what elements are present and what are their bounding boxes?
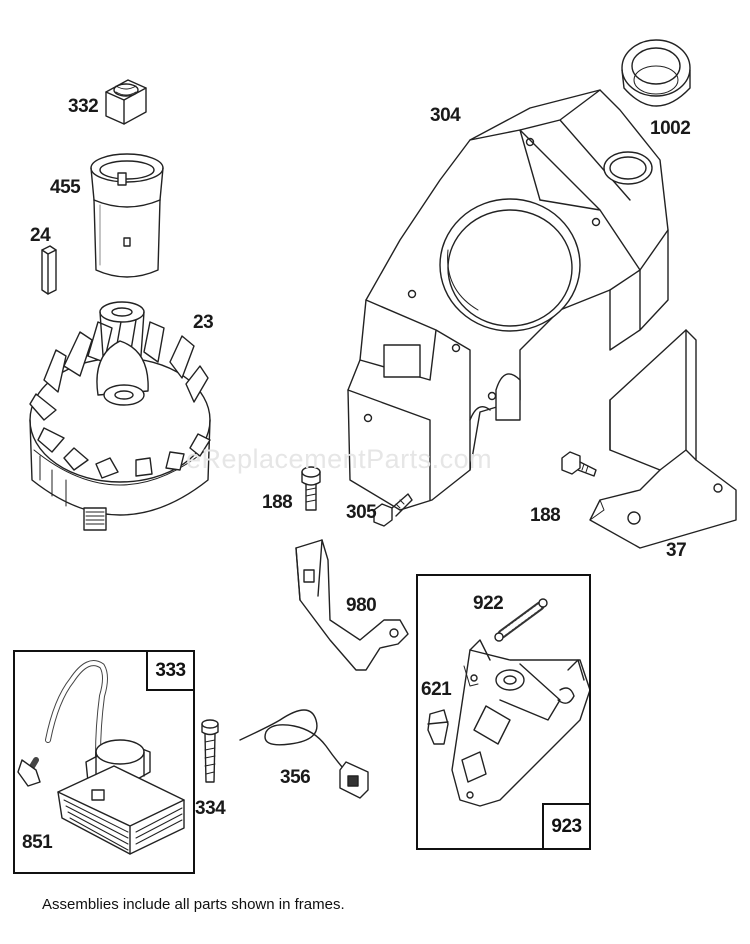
screw-334	[202, 720, 218, 782]
flywheel-cup-455	[91, 154, 163, 277]
watermark-text: eReplacementParts.com	[186, 444, 493, 474]
stop-switch-wire-356	[240, 710, 368, 798]
part-label-23: 23	[193, 312, 214, 333]
part-label-305: 305	[346, 502, 377, 523]
part-label-334: 334	[195, 798, 226, 819]
blower-housing-304	[348, 90, 668, 510]
hex-nut-332	[106, 80, 146, 124]
screw-305	[374, 494, 412, 526]
part-label-24: 24	[30, 225, 51, 246]
frame-tag-923: 923	[542, 803, 591, 850]
flywheel-key-24	[42, 246, 56, 294]
assembly-frame-333	[13, 650, 195, 874]
part-label-1002: 1002	[650, 118, 691, 139]
bracket-980	[296, 540, 408, 670]
part-label-37: 37	[666, 540, 687, 561]
assembly-footnote: Assemblies include all parts shown in fr…	[42, 896, 345, 913]
bolt-188-right	[562, 452, 596, 476]
part-label-922: 922	[473, 593, 504, 614]
frame-tag-333: 333	[146, 650, 195, 691]
part-label-332: 332	[68, 96, 99, 117]
armature-assembly-parts	[18, 663, 184, 854]
part-label-188-left: 188	[262, 492, 293, 513]
assembly-frame-923	[416, 574, 591, 850]
governor-control-parts	[428, 599, 590, 806]
air-baffle-37	[590, 330, 736, 548]
flywheel-23	[30, 302, 210, 530]
part-label-455: 455	[50, 177, 81, 198]
part-label-621: 621	[421, 679, 452, 700]
part-label-851: 851	[22, 832, 53, 853]
part-label-304: 304	[430, 105, 461, 126]
part-label-980: 980	[346, 595, 377, 616]
grommet-1002	[622, 40, 690, 106]
bolt-188-left	[302, 467, 320, 510]
part-label-188-right: 188	[530, 505, 561, 526]
part-label-356: 356	[280, 767, 311, 788]
